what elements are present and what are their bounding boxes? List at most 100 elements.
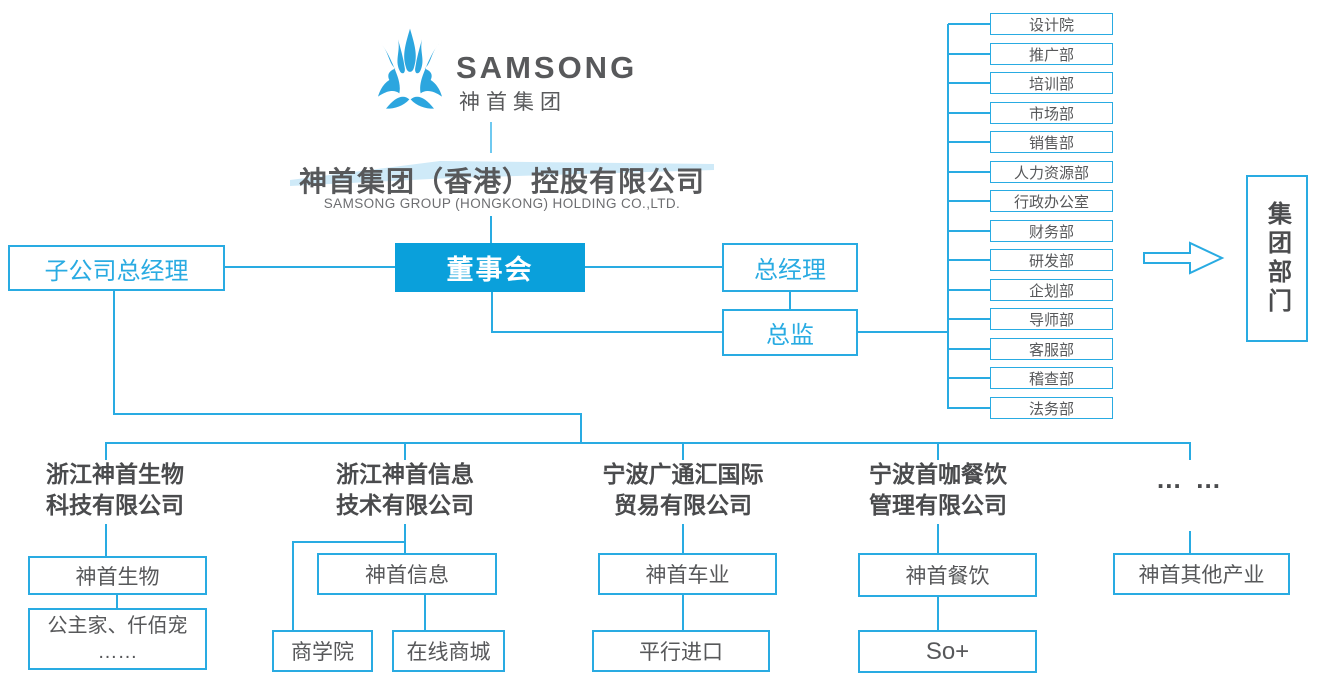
subsidiary-1-name-line1: 浙江神首生物: [46, 461, 184, 487]
line-info-branch-v: [292, 541, 294, 630]
line-info-branch-h: [292, 541, 405, 543]
subsidiary-4-name-line1: 宁波首咖餐饮: [869, 461, 1007, 487]
dept-stub: [948, 53, 990, 55]
brand-label: 神首车业: [645, 564, 730, 587]
line-subgm-board: [225, 266, 395, 268]
right-arrow-icon: [1143, 241, 1225, 275]
subsidiary-3-name-line1: 宁波广通汇国际: [602, 461, 764, 487]
dept-service: 客服部: [990, 338, 1113, 360]
dept-design: 设计院: [990, 13, 1113, 35]
child-label: 在线商城: [406, 641, 491, 664]
line-food-child: [937, 597, 939, 630]
dept-audit: 稽查部: [990, 367, 1113, 389]
dept-hr: 人力资源部: [990, 161, 1113, 183]
dept-stub: [948, 141, 990, 143]
dept-stub: [948, 289, 990, 291]
line-h4-brand: [937, 524, 939, 553]
line-gm-director: [789, 292, 791, 309]
line-col4-stub: [937, 442, 939, 460]
line-h3-brand: [682, 524, 684, 553]
dept-stub: [948, 318, 990, 320]
node-subsidiary-gm: 子公司总经理: [8, 245, 225, 291]
dept-stub: [948, 82, 990, 84]
dept-finance: 财务部: [990, 220, 1113, 242]
dept-stub: [948, 259, 990, 261]
dept-stub: [948, 23, 990, 25]
subsidiary-1-name: 浙江神首生物 科技有限公司: [5, 459, 225, 521]
dept-training: 培训部: [990, 72, 1113, 94]
dept-admin: 行政办公室: [990, 190, 1113, 212]
child-so-plus: So+: [858, 630, 1037, 673]
dept-label: 市场部: [1028, 105, 1074, 123]
line-info-child2: [424, 595, 426, 630]
line-h5-brand: [1189, 531, 1191, 553]
line-subgm-trunk-v: [113, 291, 115, 414]
brand-shenshou-others: 神首其他产业: [1113, 553, 1290, 595]
line-board-director: [491, 331, 722, 333]
brand-name: SAMSONG: [456, 50, 638, 85]
dept-label: 推广部: [1028, 46, 1074, 64]
line-board-gm: [585, 266, 722, 268]
child-label: So+: [925, 637, 970, 665]
node-board-label: 董事会: [446, 255, 534, 285]
dept-label: 人力资源部: [1013, 164, 1089, 182]
holding-title: 神首集团（香港）控股有限公司: [298, 166, 705, 197]
line-col1-stub: [105, 442, 107, 460]
subsidiary-4-name-line2: 管理有限公司: [869, 492, 1007, 518]
line-h2-brand: [404, 524, 406, 553]
dept-stub: [948, 200, 990, 202]
node-general-manager-label: 总经理: [754, 257, 826, 284]
node-director-label: 总监: [766, 322, 814, 349]
child-online-mall: 在线商城: [392, 630, 505, 672]
subsidiary-5-name: … …: [1080, 464, 1300, 495]
dept-stub: [948, 377, 990, 379]
child-parallel-import: 平行进口: [592, 630, 770, 672]
line-director-depts: [858, 331, 948, 333]
dept-label: 研发部: [1028, 252, 1074, 270]
line-auto-child: [682, 595, 684, 630]
brand-shenshou-bio: 神首生物: [28, 556, 207, 595]
dept-mentor: 导师部: [990, 308, 1113, 330]
subsidiary-5-name-line1: … …: [1155, 464, 1225, 494]
dept-promotion: 推广部: [990, 43, 1113, 65]
dept-label: 设计院: [1028, 16, 1074, 34]
subsidiary-4-name: 宁波首咖餐饮 管理有限公司: [828, 459, 1048, 521]
child-princess-brands: 公主家、仟佰宠 ……: [28, 608, 207, 670]
subsidiary-3-name: 宁波广通汇国际 贸易有限公司: [573, 459, 793, 521]
dept-label: 财务部: [1028, 223, 1074, 241]
dept-label: 销售部: [1028, 134, 1074, 152]
title-swoosh: [290, 161, 714, 186]
brand-label: 神首生物: [75, 565, 160, 589]
line-col2-stub: [404, 442, 406, 460]
subsidiary-2-name-line2: 技术有限公司: [336, 492, 474, 518]
line-distribution: [105, 442, 1191, 444]
line-subgm-trunk-h: [113, 413, 582, 415]
line-col5-stub: [1189, 442, 1191, 460]
dept-stub: [948, 348, 990, 350]
dept-rnd: 研发部: [990, 249, 1113, 271]
dept-stub: [948, 171, 990, 173]
brand-shenshou-info: 神首信息: [317, 553, 497, 595]
dept-label: 行政办公室: [1013, 193, 1089, 211]
brand-label: 神首信息: [365, 564, 449, 587]
node-group-dept-label: 集团部门: [1263, 200, 1291, 317]
brand-label: 神首其他产业: [1138, 564, 1265, 587]
dept-sales: 销售部: [990, 131, 1113, 153]
dept-label: 客服部: [1028, 341, 1074, 359]
subsidiary-2-name-line1: 浙江神首信息: [336, 461, 474, 487]
dept-stub: [948, 230, 990, 232]
line-logo-title: [490, 122, 492, 153]
dept-label: 法务部: [1028, 400, 1074, 418]
child-label: 平行进口: [639, 641, 723, 664]
dept-legal: 法务部: [990, 397, 1113, 419]
node-board: 董事会: [395, 243, 585, 292]
node-general-manager: 总经理: [722, 243, 858, 292]
node-subsidiary-gm-label: 子公司总经理: [44, 257, 189, 285]
child-business-school: 商学院: [272, 630, 373, 672]
dept-label: 培训部: [1028, 75, 1074, 93]
brand-name-cn: 神首集团: [459, 91, 567, 114]
dept-planning: 企划部: [990, 279, 1113, 301]
line-h1-brand: [105, 524, 107, 556]
subsidiary-2-name: 浙江神首信息 技术有限公司: [295, 459, 515, 521]
